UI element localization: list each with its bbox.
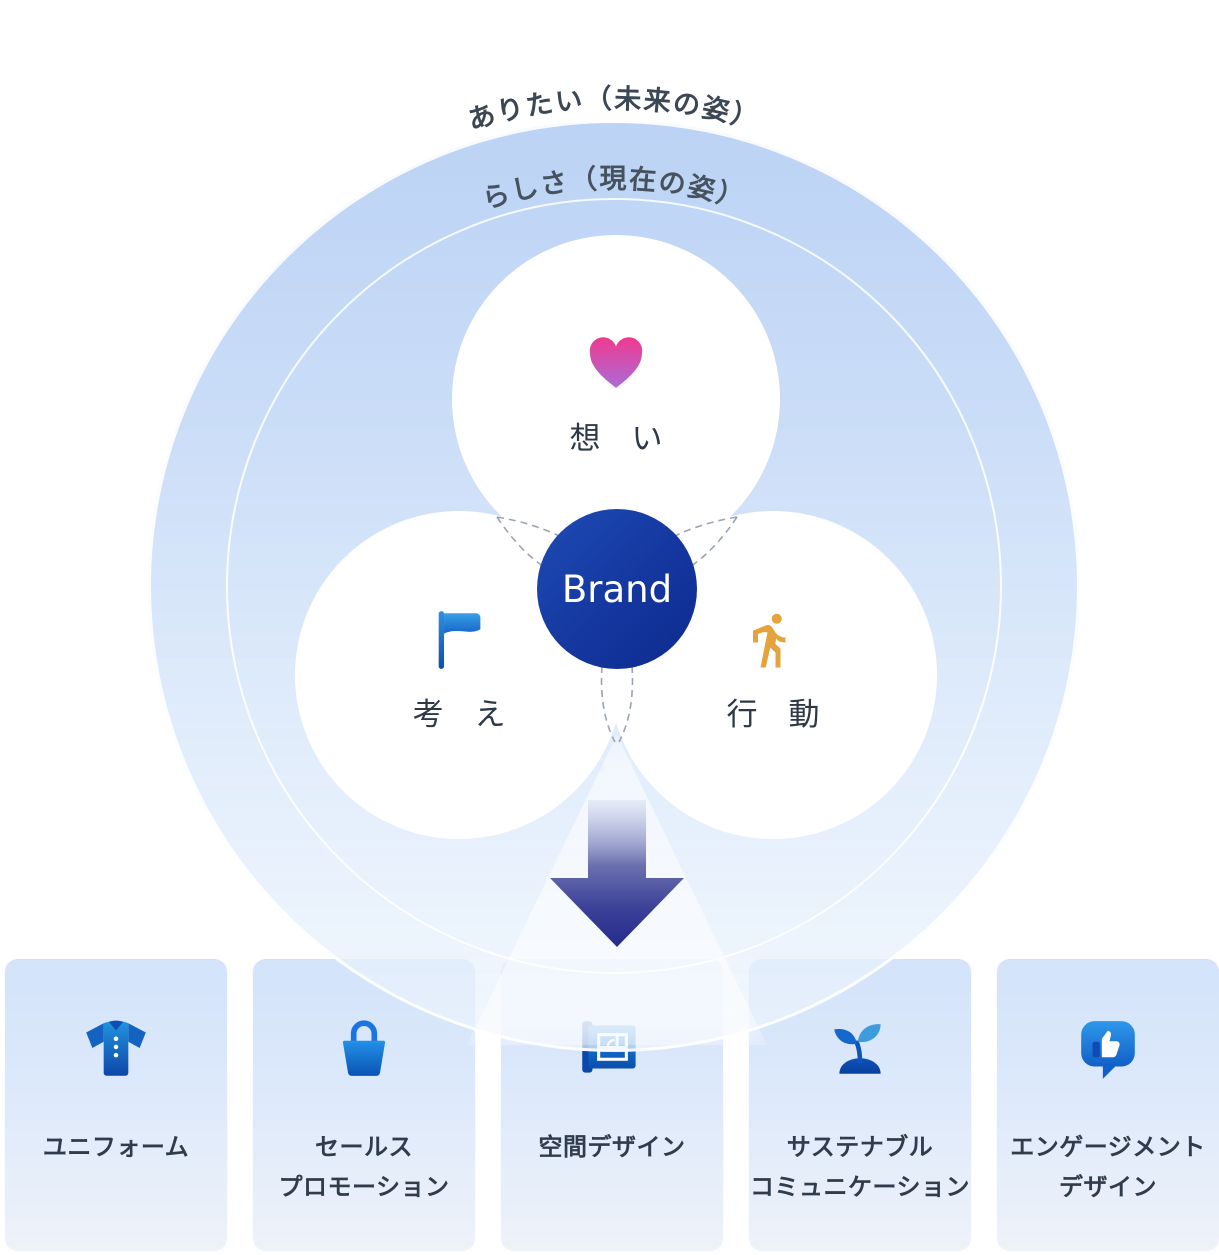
- card-space-design-label: 空間デザイン: [538, 1133, 686, 1161]
- blueprint-icon: [501, 1007, 723, 1091]
- sprout-icon: [749, 1007, 971, 1091]
- card-sales-promotion: セールスプロモーション: [252, 958, 476, 1252]
- card-uniform-label: ユニフォーム: [42, 1133, 190, 1161]
- thumbs-up-bubble-icon: [997, 1007, 1219, 1091]
- shopping-bag-icon: [253, 1007, 475, 1091]
- card-uniform: ユニフォーム: [4, 958, 228, 1252]
- card-space-design: 空間デザイン: [500, 958, 724, 1252]
- card-sales-promotion-label: セールスプロモーション: [278, 1133, 450, 1201]
- card-engagement-design: エンゲージメントデザイン: [996, 958, 1219, 1252]
- card-sustainable-communication-label: サステナブルコミュニケーション: [749, 1133, 971, 1201]
- card-sustainable-communication: サステナブルコミュニケーション: [748, 958, 972, 1252]
- uniform-shirt-icon: [5, 1007, 227, 1091]
- card-engagement-design-label: エンゲージメントデザイン: [1010, 1133, 1206, 1201]
